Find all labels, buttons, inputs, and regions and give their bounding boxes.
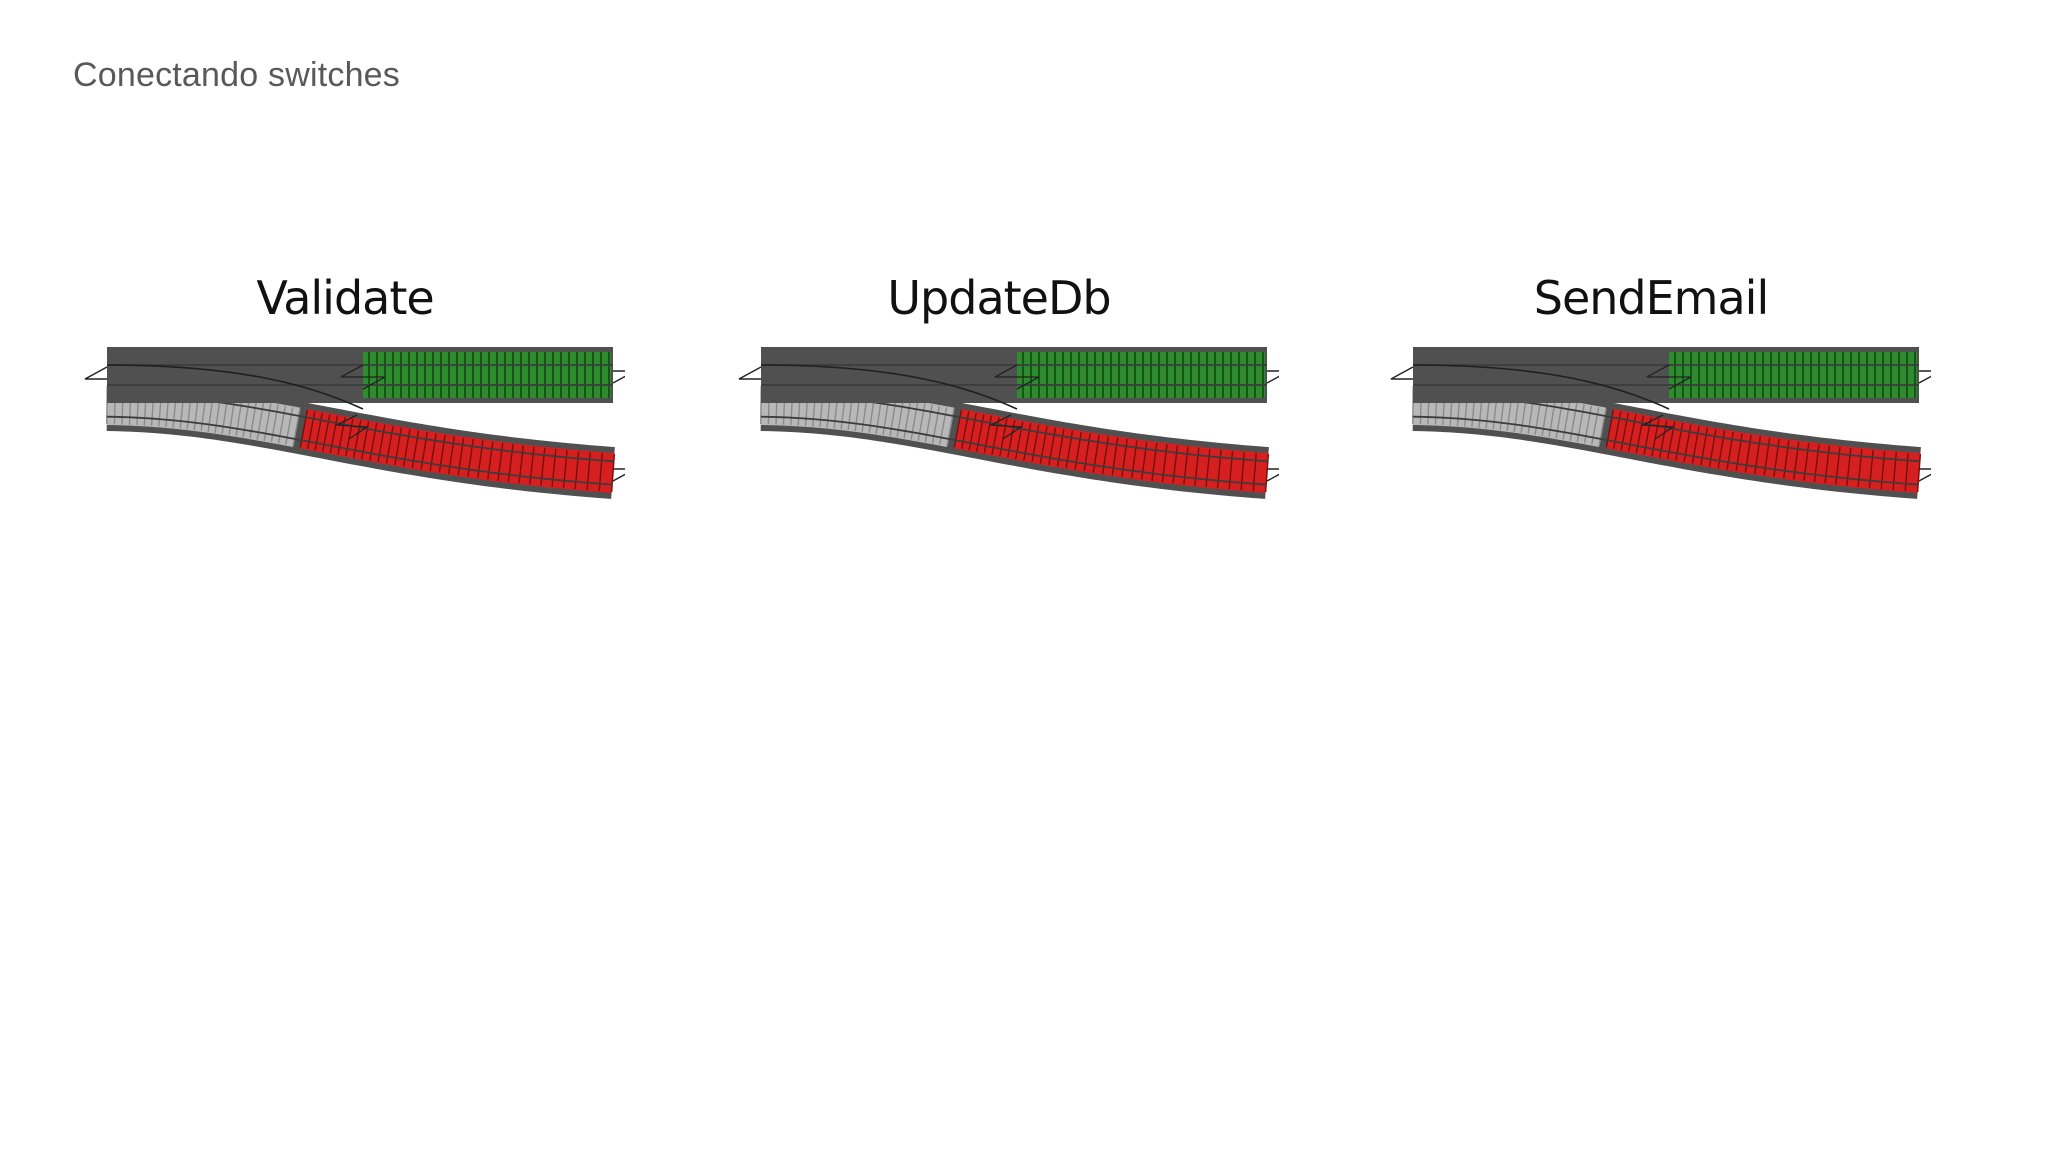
failure-track: [299, 409, 616, 493]
failure-track: [1605, 409, 1922, 493]
railway-switch-diagram: [1390, 347, 1931, 499]
switch-label: SendEmail: [1533, 271, 1769, 325]
switch-validate: Validate: [65, 275, 625, 515]
railway-switch-diagram: [738, 347, 1279, 499]
success-track: [1017, 352, 1265, 398]
switch-update-db: UpdateDb: [719, 275, 1279, 515]
switch-label: UpdateDb: [887, 271, 1111, 325]
switch-label: Validate: [256, 271, 434, 325]
switch-send-email: SendEmail: [1371, 275, 1931, 515]
slide-title: Conectando switches: [73, 56, 400, 94]
success-track: [1669, 352, 1917, 398]
railway-switch-diagram: [84, 347, 625, 499]
success-track: [363, 352, 611, 398]
failure-track: [953, 409, 1270, 493]
